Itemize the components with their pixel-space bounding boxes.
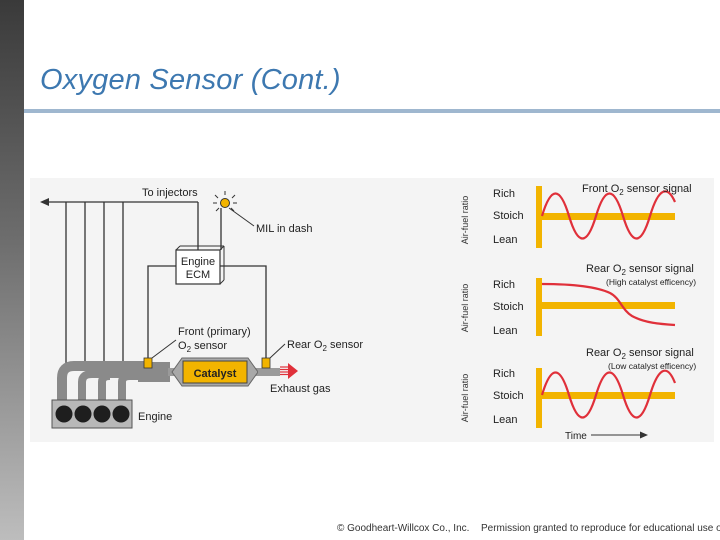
rear-signal-title-high: Rear O2 sensor signal (586, 263, 694, 277)
graph3-stoich-label: Stoich (493, 390, 524, 402)
ecm-box (175, 249, 221, 285)
graph2-axis-label: Air-fuel ratio (460, 284, 470, 333)
slide-title: Oxygen Sensor (Cont.) (40, 64, 341, 96)
rear-sensor-label: Rear O2 sensor (287, 339, 363, 353)
front-sensor-signal (540, 190, 677, 240)
graph1-axis-label: Air-fuel ratio (460, 196, 470, 245)
mil-label: MIL in dash (256, 223, 312, 235)
mil-lamp-icon (213, 191, 237, 212)
graph3-stoich-line (536, 392, 675, 399)
engine-block (51, 399, 133, 429)
catalyst-core (182, 360, 248, 384)
rear-o2-sensor (261, 357, 271, 369)
oxygen-sensor-diagram: To injectors MIL in dash Engine ECM C (40, 183, 696, 442)
time-label: Time (565, 431, 587, 442)
front-sensor-leader (151, 339, 177, 359)
header-band (24, 0, 720, 110)
time-arrowhead (640, 431, 648, 439)
title-rule (24, 109, 720, 113)
graph1-lean-label: Lean (493, 234, 517, 246)
injector-arrowhead (40, 198, 49, 206)
front-sensor-wire (147, 265, 176, 358)
rear-sensor-leader (269, 343, 286, 359)
graph2-stoich-line (536, 302, 675, 309)
graph2-stoich-label: Stoich (493, 301, 524, 313)
left-decor-bar (0, 0, 24, 540)
ecm-label-line2: ECM (186, 269, 210, 281)
graph2-lean-label: Lean (493, 325, 517, 337)
to-injectors-label: To injectors (142, 187, 198, 199)
rear-sensor-signal-high (541, 282, 676, 327)
rear-sensor-signal-low (540, 369, 677, 419)
exhaust-manifold (57, 361, 170, 408)
exhaust-pipe-rear (258, 368, 280, 376)
ecm-label-line1: Engine (181, 256, 215, 268)
front-signal-title: Front O2 sensor signal (582, 183, 692, 197)
graph3-lean-label: Lean (493, 414, 517, 426)
graph1-rich-label: Rich (493, 188, 515, 200)
footer-copyright: © Goodheart-Willcox Co., Inc. (337, 523, 470, 534)
rear-low-note: (Low catalyst efficency) (608, 361, 696, 371)
exhaust-flow-arrow (280, 363, 298, 379)
exhaust-gas-label: Exhaust gas (270, 383, 331, 395)
graph1-stoich-line (536, 213, 675, 220)
graph2-rich-label: Rich (493, 279, 515, 291)
front-sensor-label-line2: O2 sensor (178, 340, 227, 354)
rear-signal-title-low: Rear O2 sensor signal (586, 347, 694, 361)
graph1-stoich-label: Stoich (493, 210, 524, 222)
footer-permission: Permission granted to reproduce for educ… (481, 523, 720, 534)
front-sensor-label-line1: Front (primary) (178, 326, 251, 338)
catalyst-label: Catalyst (194, 368, 237, 380)
figure-panel: To injectors MIL in dash Engine ECM C (30, 178, 714, 442)
mil-leader (228, 207, 255, 227)
front-o2-sensor (143, 357, 153, 369)
rear-sensor-wire (220, 265, 267, 358)
graph3-axis-label: Air-fuel ratio (460, 374, 470, 423)
graph3-rich-label: Rich (493, 368, 515, 380)
rear-high-note: (High catalyst efficency) (606, 277, 696, 287)
engine-label: Engine (138, 411, 172, 423)
